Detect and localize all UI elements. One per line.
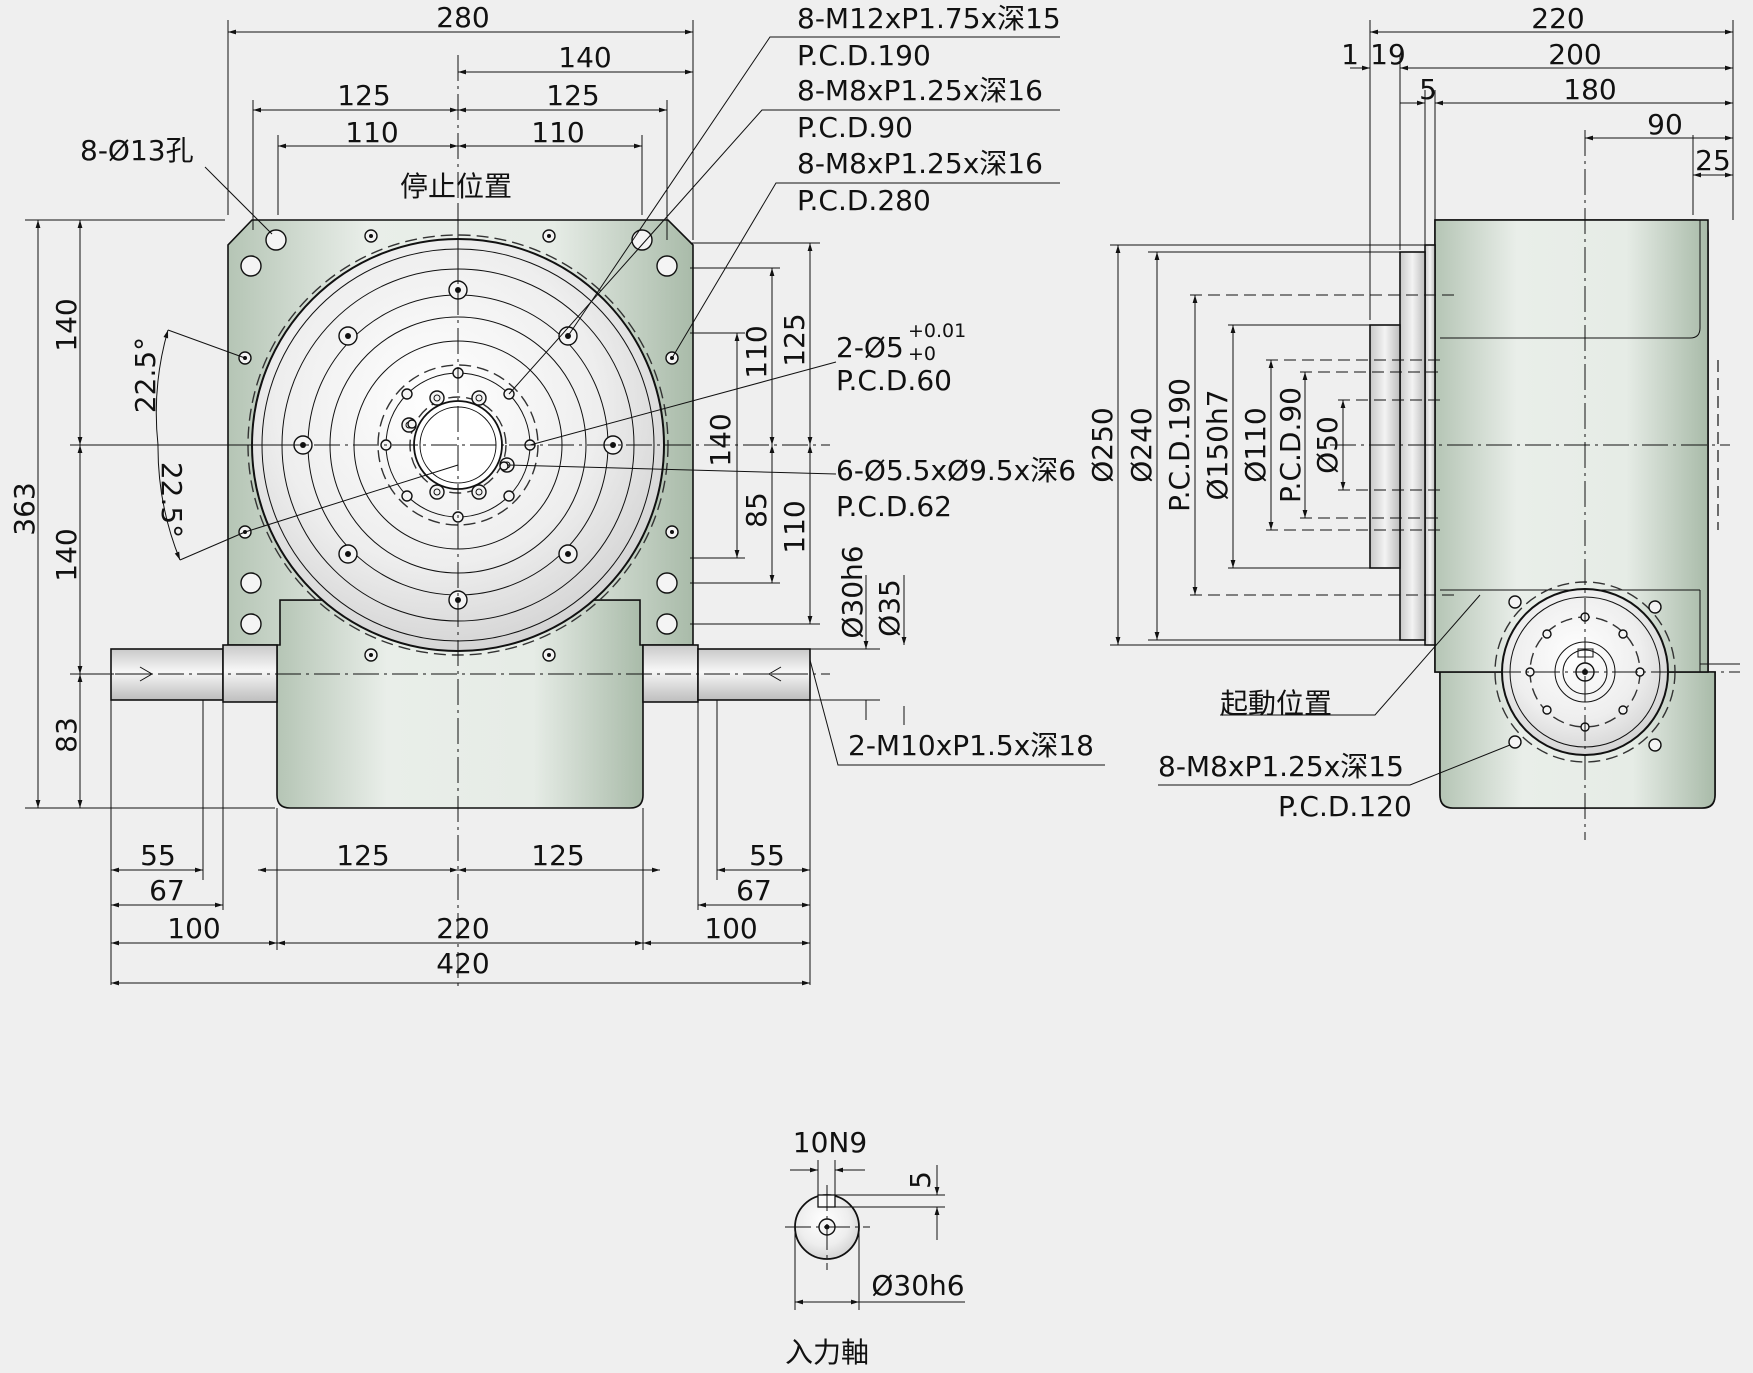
dim-125-bottom-left: 125 <box>336 839 389 872</box>
front-view <box>80 55 830 990</box>
dim-67-left: 67 <box>149 874 185 907</box>
side-dim-90: 90 <box>1647 108 1683 141</box>
dim-140-top: 140 <box>558 41 611 74</box>
dim-110-left: 110 <box>345 116 398 149</box>
side-dia-150h7: Ø150h7 <box>1201 389 1234 500</box>
front-text: 280 140 125 125 110 110 363 140 140 83 2… <box>8 1 1094 980</box>
dim-110-right: 110 <box>531 116 584 149</box>
side-dia-50: Ø50 <box>1311 416 1344 474</box>
pin-label-b: P.C.D.60 <box>836 364 952 397</box>
side-view <box>1330 130 1740 840</box>
counterbore-label-a: 6-Ø5.5xØ9.5x深6 <box>836 454 1076 487</box>
side-holes-a: 8-M8xP1.25x深15 <box>1158 750 1404 783</box>
side-flange-240 <box>1399 251 1426 641</box>
callout3-a: 8-M8xP1.25x深16 <box>797 147 1043 180</box>
label-stop-position: 停止位置 <box>400 170 512 203</box>
callout1-a: 8-M12xP1.75x深15 <box>797 2 1061 35</box>
dim-420: 420 <box>436 947 489 980</box>
dim-100-left: 100 <box>167 912 220 945</box>
pin-tol-upper: +0.01 <box>908 320 966 342</box>
side-dim-5: 5 <box>1419 73 1437 106</box>
mount-holes-13 <box>240 229 678 635</box>
dim-125-bottom-right: 125 <box>531 839 584 872</box>
label-holes-13: 8-Ø13孔 <box>80 134 194 167</box>
side-dim-19: 19 <box>1370 38 1406 71</box>
dim-140-right-v: 140 <box>704 413 737 466</box>
key-width: 10N9 <box>793 1126 867 1159</box>
label-start-position: 起動位置 <box>1220 687 1332 720</box>
side-dim-1: 1 <box>1341 38 1359 71</box>
shaft-section: 10N9 5 Ø30h6 入力軸 <box>785 1126 965 1369</box>
side-dim-220: 220 <box>1531 2 1584 35</box>
shaft-section-title: 入力軸 <box>785 1336 869 1369</box>
side-holes-b: P.C.D.120 <box>1278 790 1412 823</box>
m8-pcd280-holes <box>238 229 679 662</box>
side-pilot <box>1369 324 1401 569</box>
shaft-diameter: Ø30h6 <box>871 1269 964 1302</box>
side-dim-200: 200 <box>1548 38 1601 71</box>
dim-100-right: 100 <box>704 912 757 945</box>
dim-55-right: 55 <box>749 839 785 872</box>
m8-pcd90-holes <box>380 367 536 523</box>
side-dia-250: Ø250 <box>1086 407 1119 482</box>
dim-140-upper: 140 <box>50 298 83 351</box>
dim-shaft-30h6: Ø30h6 <box>836 545 869 638</box>
dim-85: 85 <box>740 492 773 528</box>
dim-110-right-v2: 110 <box>778 500 811 553</box>
side-dim-25: 25 <box>1695 144 1731 177</box>
side-dia-110: Ø110 <box>1239 407 1272 482</box>
callout1-b: P.C.D.190 <box>797 39 931 72</box>
callout2-b: P.C.D.90 <box>797 111 913 144</box>
dim-110-right-v: 110 <box>740 325 773 378</box>
dim-67-right: 67 <box>736 874 772 907</box>
angle-lower: 22.5° <box>155 462 188 538</box>
front-dimensions <box>25 20 1105 986</box>
pin-label-a: 2-Ø5 <box>836 331 904 364</box>
dim-55-left: 55 <box>140 839 176 872</box>
dim-125-left: 125 <box>337 79 390 112</box>
side-pcd-90: P.C.D.90 <box>1274 387 1307 503</box>
callout2-a: 8-M8xP1.25x深16 <box>797 74 1043 107</box>
side-dimensions <box>1110 20 1734 786</box>
callout3-b: P.C.D.280 <box>797 184 931 217</box>
side-text: 220 1 19 200 5 180 90 25 Ø250 Ø240 P.C.D… <box>1086 2 1731 823</box>
dim-125-right: 125 <box>546 79 599 112</box>
side-pcd-190: P.C.D.190 <box>1163 378 1196 512</box>
dim-83: 83 <box>50 717 83 753</box>
dim-140-lower: 140 <box>50 528 83 581</box>
dim-280: 280 <box>436 1 489 34</box>
side-dia-240: Ø240 <box>1125 407 1158 482</box>
key-depth: 5 <box>904 1171 937 1189</box>
dim-220: 220 <box>436 912 489 945</box>
counterbore-label-b: P.C.D.62 <box>836 490 952 523</box>
shaft-tap-label: 2-M10xP1.5x深18 <box>848 729 1094 762</box>
dim-363: 363 <box>8 482 41 535</box>
side-dim-180: 180 <box>1563 73 1616 106</box>
dim-shaft-35: Ø35 <box>873 579 906 637</box>
dim-125-right-v: 125 <box>778 313 811 366</box>
pin-tol-lower: +0 <box>908 343 936 365</box>
angle-upper: 22.5° <box>129 337 162 413</box>
